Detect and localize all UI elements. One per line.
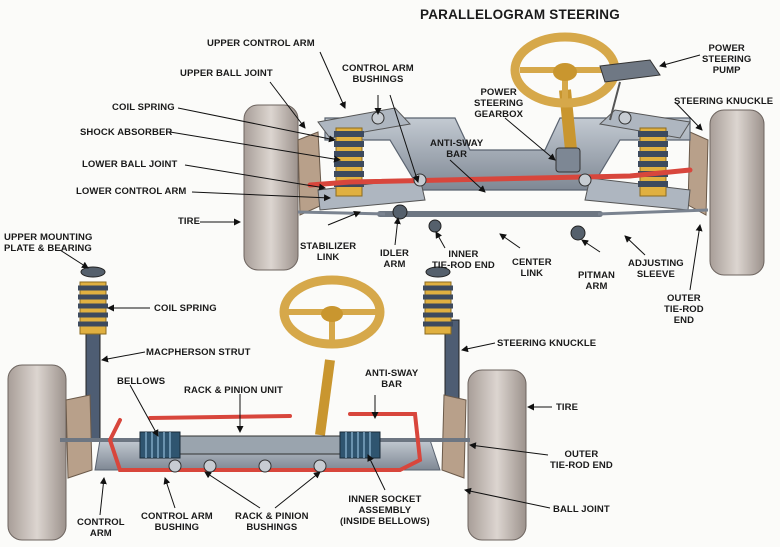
label-pitman-arm: PITMAN ARM [578, 270, 616, 292]
label-tire-bottom: TIRE [556, 402, 579, 413]
label-adjusting-sleeve: ADJUSTING SLEEVE [628, 258, 684, 280]
label-power-steering-pump: POWER STEERING PUMP [702, 43, 752, 76]
top-anti-sway-bar [307, 167, 693, 188]
bottom-right-bellows [339, 431, 381, 459]
label-lower-control-arm: LOWER CONTROL ARM [76, 186, 187, 197]
label-outer-tie-rod-end-top: OUTER TIE-ROD END [664, 293, 704, 326]
bottom-assembly [7, 266, 527, 541]
label-control-arm-bushing: CONTROL ARM BUSHING [141, 511, 213, 533]
bottom-right-tire [467, 369, 527, 541]
label-anti-sway-bar-top: ANTI-SWAY BAR [430, 138, 484, 160]
top-inner-tie-rod [428, 219, 442, 233]
bottom-left-strut [78, 266, 108, 441]
top-power-steering-pump [599, 59, 661, 83]
label-macpherson-strut: MACPHERSON STRUT [146, 347, 251, 358]
bottom-anti-sway-bar [107, 412, 423, 472]
label-anti-sway-bar-bottom: ANTI-SWAY BAR [365, 368, 419, 390]
top-right-coil-spring [638, 127, 668, 197]
label-coil-spring-top: COIL SPRING [112, 102, 175, 113]
label-ball-joint: BALL JOINT [553, 504, 610, 515]
top-idler-arm [392, 204, 408, 220]
top-left-knuckle [297, 131, 323, 216]
label-control-arm: CONTROL ARM [77, 517, 125, 539]
label-power-steering-gearbox: POWER STEERING GEARBOX [474, 87, 524, 120]
label-upper-ball-joint: UPPER BALL JOINT [180, 68, 273, 79]
diagram-title: PARALLELOGRAM STEERING [420, 7, 620, 22]
top-left-tire [243, 104, 299, 271]
label-inner-socket-assembly: INNER SOCKET ASSEMBLY (INSIDE BELLOWS) [340, 494, 430, 527]
top-bushing-4 [618, 111, 632, 125]
leader-lines [59, 51, 703, 516]
label-coil-spring-bottom: COIL SPRING [154, 303, 217, 314]
bottom-steering-column [315, 359, 335, 436]
label-control-arm-bushings: CONTROL ARM BUSHINGS [342, 63, 414, 85]
top-pitman-arm [570, 225, 586, 241]
label-upper-mounting-plate: UPPER MOUNTING PLATE & BEARING [4, 232, 93, 254]
label-steering-knuckle-bottom: STEERING KNUCKLE [497, 338, 597, 349]
top-right-tire [709, 109, 765, 276]
label-center-link: CENTER LINK [512, 257, 552, 279]
label-rack-pinion-bushings: RACK & PINION BUSHINGS [235, 511, 309, 533]
bottom-left-tire [7, 364, 67, 541]
top-right-lower-arm [584, 177, 691, 211]
label-stabilizer-link: STABILIZER LINK [300, 241, 357, 263]
label-bellows: BELLOWS [117, 376, 166, 387]
top-left-tie-rod [297, 210, 386, 216]
top-gearbox [555, 147, 581, 173]
top-bushing-3 [578, 173, 592, 187]
bottom-rack-housing [149, 435, 361, 455]
top-assembly [243, 32, 765, 276]
top-right-knuckle [687, 131, 709, 216]
top-left-coil-spring [334, 127, 364, 197]
label-outer-tie-rod-end-bottom: OUTER TIE-ROD END [550, 449, 613, 471]
label-steering-knuckle-top: STEERING KNUCKLE [674, 96, 774, 107]
label-tire-top: TIRE [178, 216, 201, 227]
top-right-tie-rod [597, 208, 709, 216]
label-rack-pinion-unit: RACK & PINION UNIT [184, 385, 283, 396]
label-inner-tie-rod-end-top: INNER TIE-ROD END [432, 249, 495, 271]
label-upper-control-arm: UPPER CONTROL ARM [207, 38, 315, 49]
bottom-left-bellows [139, 431, 181, 459]
bottom-steering-wheel [279, 275, 385, 349]
label-idler-arm: IDLER ARM [380, 248, 409, 270]
label-lower-ball-joint: LOWER BALL JOINT [82, 159, 178, 170]
top-crossmember [324, 117, 691, 191]
label-shock-absorber: SHOCK ABSORBER [80, 127, 173, 138]
